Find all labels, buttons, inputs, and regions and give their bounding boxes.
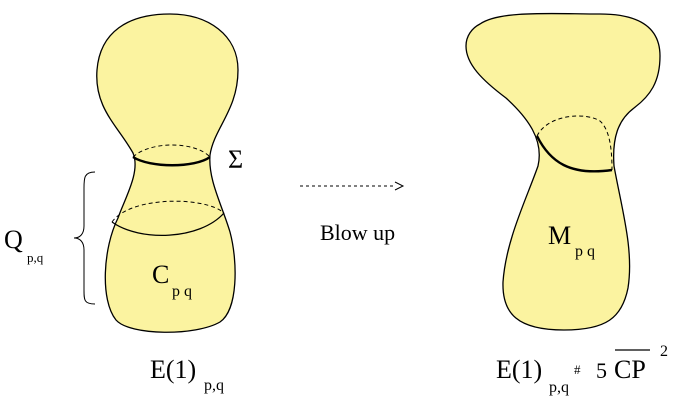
left-manifold-body [96, 13, 239, 333]
left-caption-subscript: p,q [204, 377, 224, 394]
blow-up-arrow [300, 181, 405, 191]
sigma-curve-front [132, 155, 211, 167]
left-caption: E(1) [150, 355, 196, 384]
left-manifold [96, 13, 239, 333]
arrow-head [394, 181, 405, 191]
c-label: C [152, 260, 169, 289]
q-brace [73, 171, 96, 305]
right-caption-superscript: 2 [660, 343, 668, 360]
sigma-curve-back [132, 144, 211, 158]
m-subscript: p q [575, 243, 595, 260]
right-manifold [465, 12, 661, 331]
q-subscript: p,q [27, 250, 44, 265]
q-label: Q [4, 225, 23, 254]
blow-up-label: Blow up [320, 220, 395, 245]
right-caption-cp: CP [614, 355, 646, 384]
right-caption-number: 5 [596, 358, 607, 383]
c-subscript: p q [172, 283, 192, 300]
right-caption-hash: # [574, 362, 581, 377]
m-label: M [548, 221, 571, 250]
exceptional-curve-front [535, 135, 613, 173]
right-caption-subscript: p,q [549, 379, 569, 396]
right-caption: E(1) [496, 355, 542, 384]
c-boundary-front [111, 212, 225, 236]
right-manifold-body [465, 12, 661, 331]
sigma-label: Σ [228, 145, 243, 174]
exceptional-curve-back [536, 115, 613, 171]
